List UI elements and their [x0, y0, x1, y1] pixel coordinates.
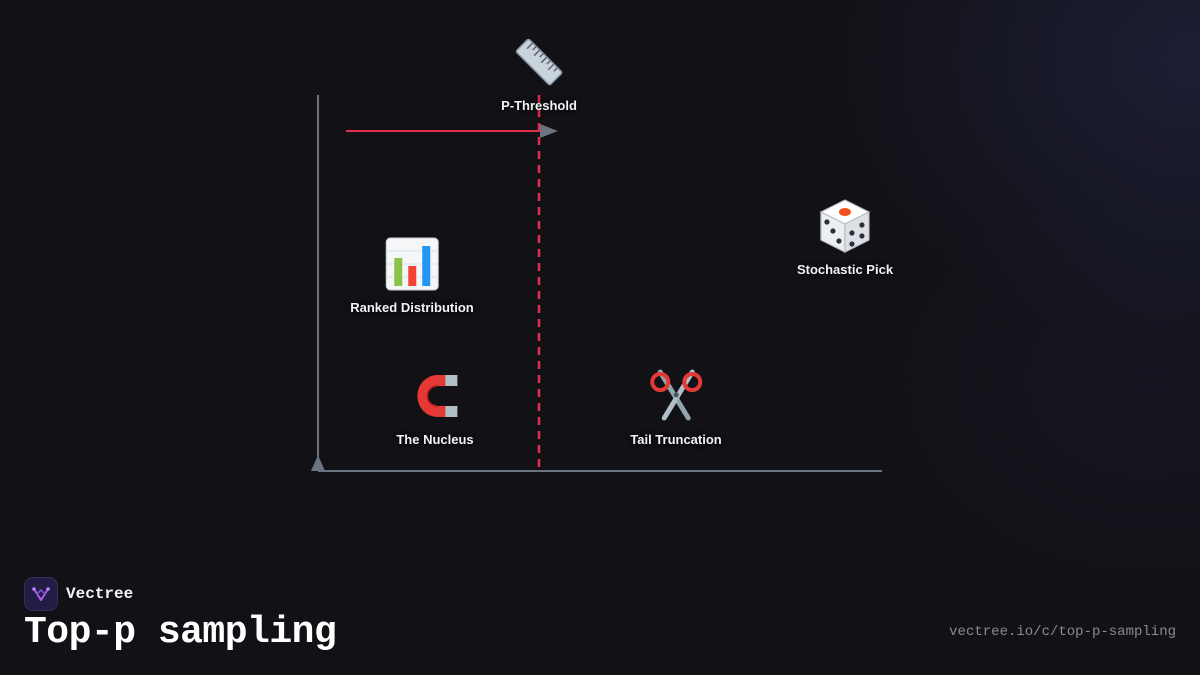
vectree-logo-icon: [24, 577, 58, 611]
node-label: Ranked Distribution: [350, 300, 474, 315]
ruler-icon: [507, 34, 571, 90]
brand-name: Vectree: [66, 585, 134, 603]
node-label: P-Threshold: [501, 98, 577, 113]
bar-chart-icon: [380, 236, 444, 292]
page-url: vectree.io/c/top-p-sampling: [949, 624, 1176, 640]
threshold-connector-arrowhead: [540, 124, 558, 138]
dice-icon: [813, 198, 877, 254]
node-label: Tail Truncation: [630, 432, 722, 447]
node-label: The Nucleus: [396, 432, 474, 447]
node-tail-truncation: Tail Truncation: [630, 368, 722, 447]
node-the-nucleus: The Nucleus: [396, 368, 474, 447]
node-p-threshold: P-Threshold: [501, 34, 577, 113]
page-title: Top-p sampling: [24, 611, 337, 654]
magnet-icon: [403, 368, 467, 424]
vertical-axis-arrowhead: [311, 455, 325, 471]
node-stochastic-pick: Stochastic Pick: [797, 198, 893, 277]
node-label: Stochastic Pick: [796, 262, 894, 277]
node-ranked-distribution: Ranked Distribution: [350, 236, 474, 315]
scissors-icon: [644, 368, 708, 424]
brand: Vectree: [24, 577, 133, 611]
